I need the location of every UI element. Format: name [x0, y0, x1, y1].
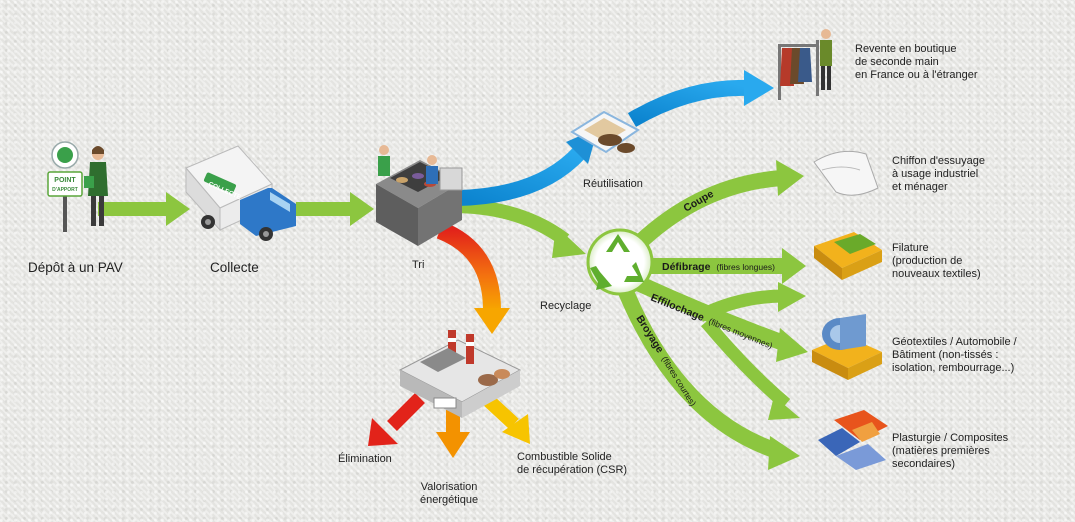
reuse-clothes-box-icon	[570, 110, 640, 154]
stage-recyclage-label: Recyclage	[540, 300, 592, 312]
wiping-cloth-icon	[813, 150, 879, 196]
arrow-depot-collecte	[98, 192, 190, 226]
branch-coupe	[630, 160, 804, 252]
outcome-plasturgie: Plasturgie / Composites (matières premiè…	[892, 432, 1009, 470]
arrow-collecte-tri	[296, 192, 374, 226]
collection-truck-icon: COLLECTE	[185, 145, 296, 241]
arrow-tri-recyclage	[451, 199, 586, 258]
stage-depot-label: Dépôt à un PAV	[28, 260, 123, 275]
pav-sign-line1: POINT	[54, 177, 76, 184]
arrow-tri-reutilisation	[457, 128, 598, 206]
arrow-valorisation	[436, 410, 470, 458]
disposal-csr: Combustible Solide de récupération (CSR)	[517, 451, 628, 476]
sorting-station-icon	[376, 145, 463, 246]
defibrage-label: Défibrage (fibres longues)	[662, 261, 775, 273]
second-hand-shop-icon	[778, 29, 832, 100]
recycling-symbol-icon	[586, 228, 654, 296]
pav-sign-line2: D'APPORT	[52, 187, 78, 193]
disposal-elimination: Élimination	[338, 453, 392, 465]
outcome-filature: Filature (production de nouveaux textile…	[892, 242, 981, 280]
arrow-elimination	[368, 393, 425, 446]
stage-collecte-label: Collecte	[210, 260, 259, 275]
branch-broyage	[618, 288, 800, 470]
outcome-chiffon: Chiffon d'essuyage à usage industriel et…	[892, 155, 986, 193]
plastic-granules-icon	[818, 410, 888, 470]
arrow-tri-incineration	[436, 221, 510, 334]
person-depositing-icon	[84, 146, 108, 226]
broyage-label: Broyage (fibres courtes)	[633, 313, 699, 408]
drop-off-point-icon: POINT D'APPORT	[47, 141, 83, 232]
textile-fabric-icon	[814, 232, 882, 280]
branch-defibrage	[648, 248, 806, 284]
outcome-geotextiles: Géotextiles / Automobile / Bâtiment (non…	[892, 336, 1017, 374]
branch-effilochage	[636, 276, 808, 420]
incineration-plant-icon	[398, 330, 522, 418]
outcome-revente: Revente en boutique de seconde main en F…	[855, 43, 978, 81]
arrow-csr	[483, 394, 530, 444]
disposal-valorisation: Valorisation énergétique	[420, 481, 479, 506]
stage-tri-label: Tri	[412, 259, 425, 271]
arrow-reutilisation-revente	[627, 70, 774, 127]
insulation-roll-icon	[812, 314, 882, 380]
stage-reutilisation-label: Réutilisation	[583, 178, 643, 190]
